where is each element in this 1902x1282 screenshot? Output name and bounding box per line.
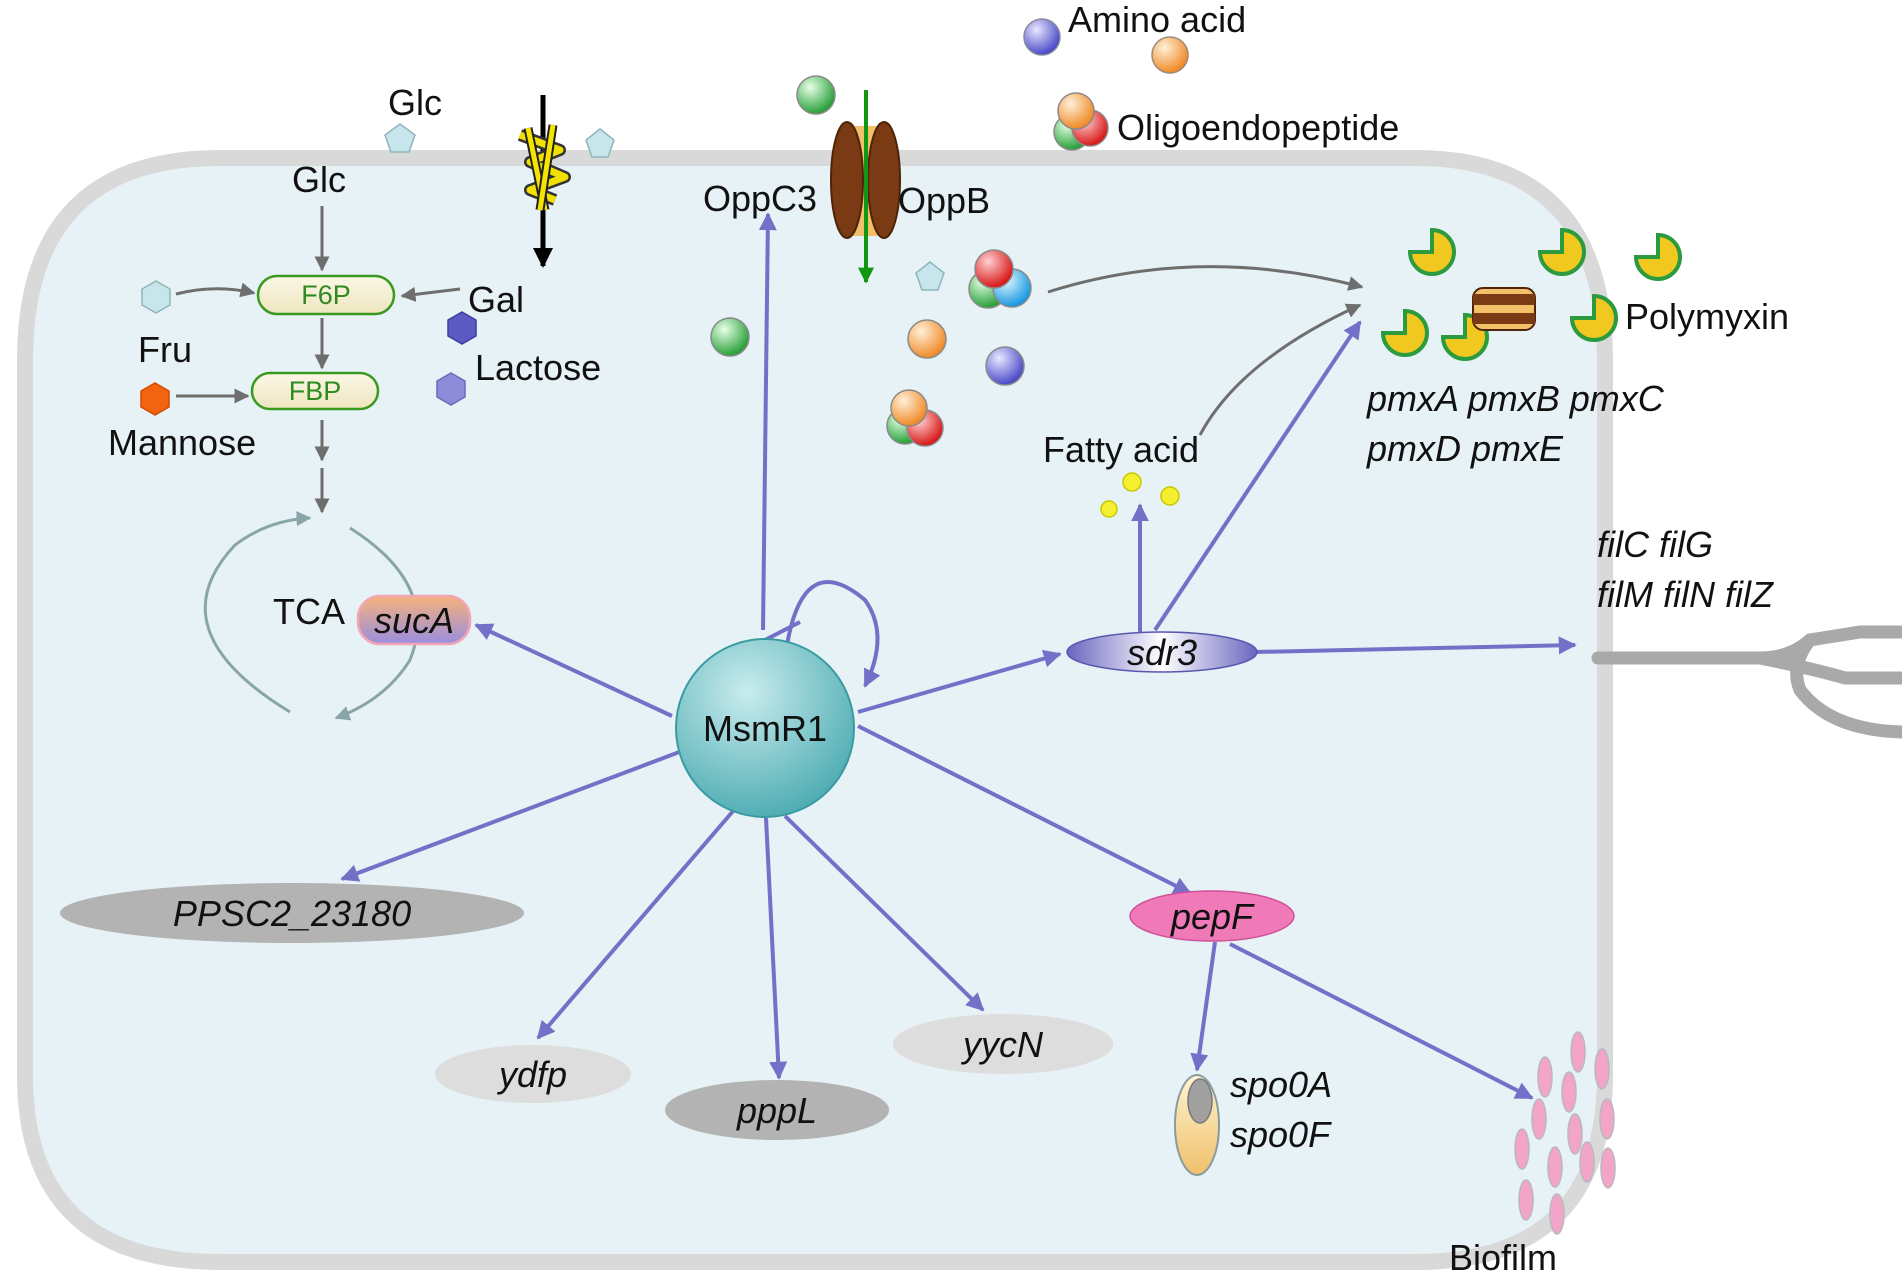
oligopeptide-inside-icon bbox=[968, 249, 1032, 309]
sdr3-node bbox=[1066, 631, 1258, 673]
pppl-node bbox=[665, 1080, 889, 1140]
pppl-label: pppL bbox=[736, 1090, 817, 1131]
lactose-label: Lactose bbox=[475, 347, 601, 388]
pepf-label: pepF bbox=[1170, 896, 1255, 937]
biofilm-label: Biofilm bbox=[1449, 1237, 1557, 1278]
suca-node bbox=[356, 594, 472, 646]
polymyxin-molecules bbox=[1380, 227, 1682, 361]
msmr1-to-ppsc2-arrow bbox=[340, 746, 691, 882]
mannose-icon bbox=[140, 382, 170, 416]
oligoendopeptide-icon bbox=[1053, 92, 1109, 151]
polymyxin-pump-icon bbox=[1472, 287, 1536, 331]
opp-transporter-icon bbox=[830, 90, 901, 284]
peptides-to-polymyxin-arrow bbox=[1047, 265, 1364, 294]
fructose-icon bbox=[141, 280, 171, 314]
msmr1-to-suca-arrow bbox=[474, 623, 673, 718]
fatty-acid-dot-3 bbox=[1100, 500, 1118, 518]
peptide-orange-inside-icon bbox=[907, 319, 947, 359]
glucose-inside-icon bbox=[915, 261, 945, 291]
yycn-label: yycN bbox=[960, 1024, 1044, 1065]
ppsc2-node bbox=[60, 883, 524, 943]
glucose-outside-icon-2 bbox=[585, 128, 615, 158]
glucose-transporter-icon bbox=[517, 95, 571, 268]
oligoendopeptide-label: Oligoendopeptide bbox=[1117, 107, 1399, 148]
amino-acid-orange-icon bbox=[1151, 36, 1189, 74]
tca-cycle-arrow-left bbox=[203, 511, 312, 714]
fil-genes-line1: filC filG bbox=[1597, 524, 1713, 565]
oligopeptide-inside-icon-2 bbox=[886, 389, 944, 447]
mannose-label: Mannose bbox=[108, 422, 256, 463]
pepf-to-spo0-arrow bbox=[1190, 941, 1217, 1072]
peptide-green-inside-icon bbox=[710, 317, 750, 357]
flagellum bbox=[1591, 625, 1902, 739]
fatty-acid-dot-1 bbox=[1122, 472, 1142, 492]
tca-cycle-arrow-right bbox=[334, 526, 419, 721]
f6p-label: F6P bbox=[301, 280, 351, 310]
fbp-label: FBP bbox=[289, 376, 342, 406]
msmr1-to-oppc3-arrow bbox=[758, 212, 777, 631]
f6p-box bbox=[256, 274, 396, 316]
msmr1-label: MsmR1 bbox=[703, 708, 827, 749]
galactose-icon bbox=[447, 311, 477, 345]
peptide-green-outside-icon bbox=[796, 75, 836, 115]
msmr1-to-ydfp-arrow bbox=[536, 801, 742, 1040]
fil-genes-line2: filM filN filZ bbox=[1597, 574, 1774, 615]
suca-label: sucA bbox=[374, 600, 454, 641]
spore-icon bbox=[1174, 1074, 1220, 1176]
pmx-genes-line1: pmxA pmxB pmxC bbox=[1366, 378, 1665, 419]
fatty-acid-dot-2 bbox=[1160, 486, 1180, 506]
msmr1-autoregulation-arrow bbox=[783, 580, 881, 688]
sdr3-to-flagellum-arrow bbox=[1255, 636, 1577, 655]
fru-to-f6p-arrow bbox=[175, 282, 256, 298]
amino-acid-label: Amino acid bbox=[1068, 0, 1246, 40]
glc-outside-label: Glc bbox=[388, 82, 442, 123]
ydfp-node bbox=[435, 1045, 631, 1103]
gal-label: Gal bbox=[468, 279, 524, 320]
fatty-acid-label: Fatty acid bbox=[1043, 429, 1199, 470]
msmr1-to-sdr3-arrow bbox=[857, 649, 1062, 714]
sdr3-to-polymyxin-arrow bbox=[1153, 320, 1362, 632]
fatty-acid-to-polymyxin-arrow bbox=[1198, 303, 1362, 436]
spo0a-label: spo0A bbox=[1230, 1064, 1332, 1105]
oppc3-label: OppC3 bbox=[703, 178, 817, 219]
amino-acid-blue-icon bbox=[1023, 18, 1061, 56]
yycn-node bbox=[893, 1014, 1113, 1074]
pepf-to-biofilm-arrow bbox=[1229, 942, 1534, 1100]
fbp-box bbox=[250, 371, 380, 411]
glc-inside-label: Glc bbox=[292, 159, 346, 200]
oppb-label: OppB bbox=[898, 180, 990, 221]
lactose-icon bbox=[436, 372, 466, 406]
msmr1-self-inhibition-bar bbox=[764, 620, 801, 642]
msmr1-node bbox=[675, 638, 855, 818]
spo0f-label: spo0F bbox=[1230, 1114, 1332, 1155]
gal-to-f6p-arrow bbox=[400, 286, 461, 302]
msmr1-to-pppl-arrow bbox=[764, 817, 788, 1080]
peptide-blue-inside-icon bbox=[985, 346, 1025, 386]
tca-label: TCA bbox=[273, 591, 345, 632]
ydfp-label: ydfp bbox=[496, 1054, 567, 1095]
ppsc2-label: PPSC2_23180 bbox=[173, 893, 411, 934]
msmr1-to-pepf-arrow bbox=[857, 724, 1192, 895]
fru-label: Fru bbox=[138, 329, 192, 370]
pepf-node bbox=[1129, 890, 1295, 942]
pmx-genes-line2: pmxD pmxE bbox=[1366, 428, 1564, 469]
glucose-outside-icon bbox=[384, 123, 416, 153]
msmr1-to-yycn-arrow bbox=[783, 814, 985, 1012]
sdr3-label: sdr3 bbox=[1127, 632, 1197, 673]
polymyxin-label: Polymyxin bbox=[1625, 296, 1789, 337]
biofilm-cells-icon bbox=[1514, 1031, 1616, 1235]
